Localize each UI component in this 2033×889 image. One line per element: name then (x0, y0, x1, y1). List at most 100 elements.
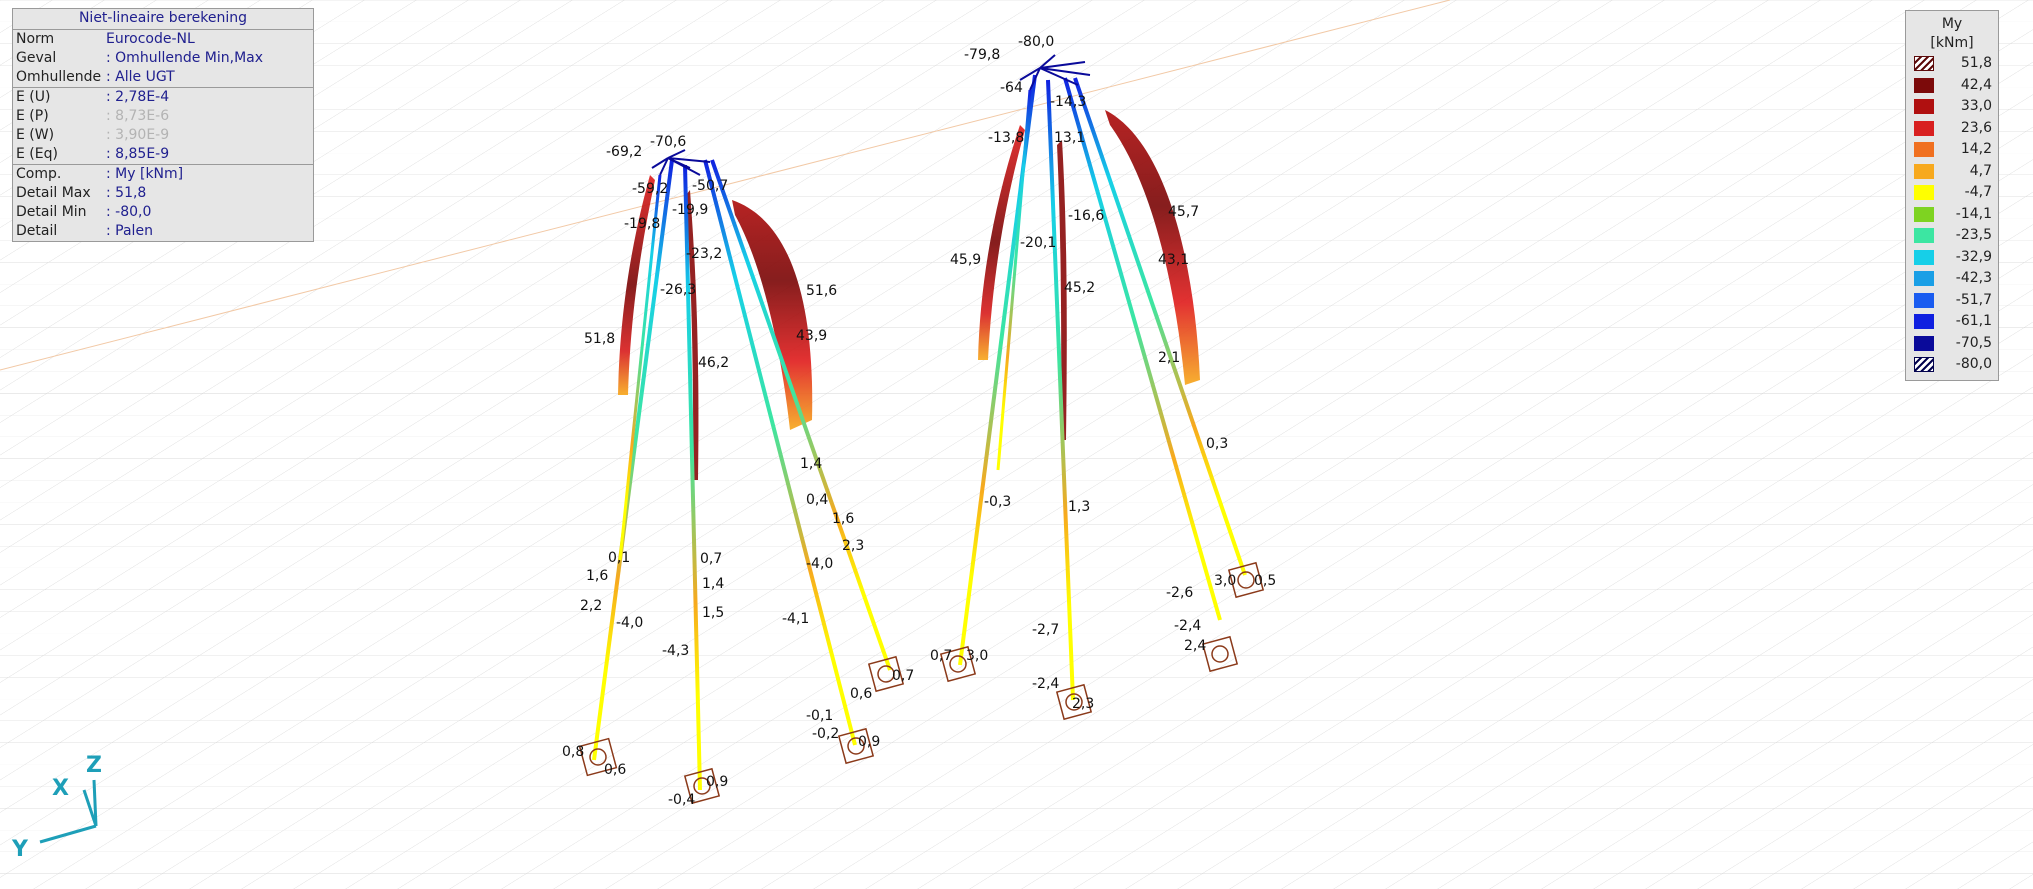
legend-item: -32,9 (1906, 247, 1998, 269)
pile-cap-node-right[interactable] (1019, 54, 1091, 91)
legend-item: -42,3 (1906, 268, 1998, 290)
legend-value: -51,7 (1955, 291, 1992, 308)
value-label: 0,9 (858, 734, 880, 750)
legend-item: -4,7 (1906, 182, 1998, 204)
support-spring-icon (1055, 683, 1093, 721)
legend-item: 4,7 (1906, 161, 1998, 183)
pile-7[interactable] (1046, 79, 1075, 701)
legend-value: -32,9 (1955, 248, 1992, 265)
pile-9[interactable] (1073, 77, 1247, 576)
axis-x-label: X (52, 776, 69, 801)
legend-value: -14,1 (1955, 205, 1992, 222)
value-label: -2,6 (1166, 585, 1193, 601)
value-label: -0,4 (668, 792, 695, 808)
value-label: 1,5 (702, 605, 724, 621)
value-label: 1,6 (832, 511, 854, 527)
legend-item: -61,1 (1906, 311, 1998, 333)
pile-cap-node-left[interactable] (651, 149, 711, 176)
value-label: -20,1 (1020, 235, 1056, 251)
legend-value: -42,3 (1955, 270, 1992, 287)
info-value: : 8,73E-6 (106, 108, 170, 124)
info-value: : Alle UGT (106, 69, 175, 85)
axis-y-label: Y (11, 837, 29, 862)
value-label: 51,6 (806, 283, 837, 299)
info-value: : 3,90E-9 (106, 127, 170, 143)
legend-item: 23,6 (1906, 118, 1998, 140)
moment-diagram-right-outer (1105, 110, 1200, 385)
legend-value: -23,5 (1955, 227, 1992, 244)
value-label: 0,7 (700, 551, 722, 567)
value-label: -0,1 (806, 708, 833, 724)
info-key: Omhullende (16, 69, 102, 85)
legend-swatch (1914, 142, 1934, 158)
legend-unit: [kNm] (1930, 35, 1974, 51)
value-label: -69,2 (606, 144, 642, 160)
value-label: -2,4 (1174, 618, 1201, 634)
pile-2[interactable] (683, 164, 702, 791)
legend-value: -70,5 (1955, 334, 1992, 351)
pile-5[interactable] (618, 174, 662, 561)
info-value: Eurocode-NL (106, 31, 195, 47)
value-label: 2,2 (580, 598, 602, 614)
value-label: 0,1 (608, 550, 630, 566)
info-row-detail-min: Detail Min: -80,0 (13, 203, 313, 222)
value-label: -50,7 (692, 178, 728, 194)
value-label: 0,5 (1254, 573, 1276, 589)
pile-3[interactable] (703, 159, 857, 746)
legend-swatch (1914, 185, 1934, 201)
legend-item: -14,1 (1906, 204, 1998, 226)
value-label: -2,7 (1032, 622, 1059, 638)
legend-value: 33,0 (1960, 98, 1992, 115)
value-label: -80,0 (1018, 34, 1054, 50)
legend-item: -23,5 (1906, 225, 1998, 247)
value-label: -64 (1000, 80, 1023, 96)
value-label: -23,2 (686, 246, 722, 262)
legend-swatch (1914, 163, 1934, 179)
pile-group-left[interactable]: -69,2 -70,6 -59,2 -50,7 -19,9 -19,8 -23,… (562, 134, 914, 808)
value-label: -13,8 (988, 130, 1024, 146)
value-label: -59,2 (632, 181, 668, 197)
value-label: -2,4 (1032, 676, 1059, 692)
legend-swatch (1914, 314, 1934, 330)
legend-value: -80,0 (1955, 356, 1992, 373)
pile-10[interactable] (996, 89, 1032, 471)
value-label: 0,8 (562, 744, 584, 760)
legend-item: -51,7 (1906, 290, 1998, 312)
pile-group-right[interactable]: -79,8 -80,0 -64 -14,3 -13,8 13,1 -16,6 4… (930, 34, 1276, 721)
value-label: -16,6 (1068, 208, 1104, 224)
legend-swatch (1914, 335, 1934, 351)
support-spring-icon (1201, 635, 1239, 673)
pile-8[interactable] (1063, 77, 1222, 621)
info-value: : -80,0 (106, 204, 152, 220)
legend-value: 4,7 (1969, 162, 1992, 179)
support-spring-icon (939, 645, 977, 683)
value-label: 0,7 (892, 668, 914, 684)
pile-1[interactable] (592, 159, 674, 761)
legend-item: 33,0 (1906, 96, 1998, 118)
legend-item: -80,0 (1906, 354, 1998, 376)
value-label: 45,7 (1168, 204, 1199, 220)
legend-value: -4,7 (1964, 184, 1992, 201)
legend-value: -61,1 (1955, 313, 1992, 330)
legend-swatch (1914, 99, 1934, 115)
value-label: -26,3 (660, 282, 696, 298)
info-value: : 8,85E-9 (106, 146, 170, 162)
support-spring-icon (867, 655, 905, 693)
value-label: 13,1 (1054, 130, 1085, 146)
value-label: 2,4 (1184, 638, 1206, 654)
info-value: : 2,78E-4 (106, 89, 170, 105)
value-label: 45,2 (1064, 280, 1095, 296)
value-label: -70,6 (650, 134, 686, 150)
info-value: : Omhullende Min,Max (106, 50, 264, 66)
legend-item: 51,8 (1906, 53, 1998, 75)
info-row-eeq: E (Eq): 8,85E-9 (13, 145, 313, 164)
info-key: Detail Max (16, 185, 91, 201)
value-label: -19,9 (672, 202, 708, 218)
value-label: 45,9 (950, 252, 981, 268)
pile-4[interactable] (710, 159, 892, 671)
value-label: -4,1 (782, 611, 809, 627)
value-label: -4,3 (662, 643, 689, 659)
